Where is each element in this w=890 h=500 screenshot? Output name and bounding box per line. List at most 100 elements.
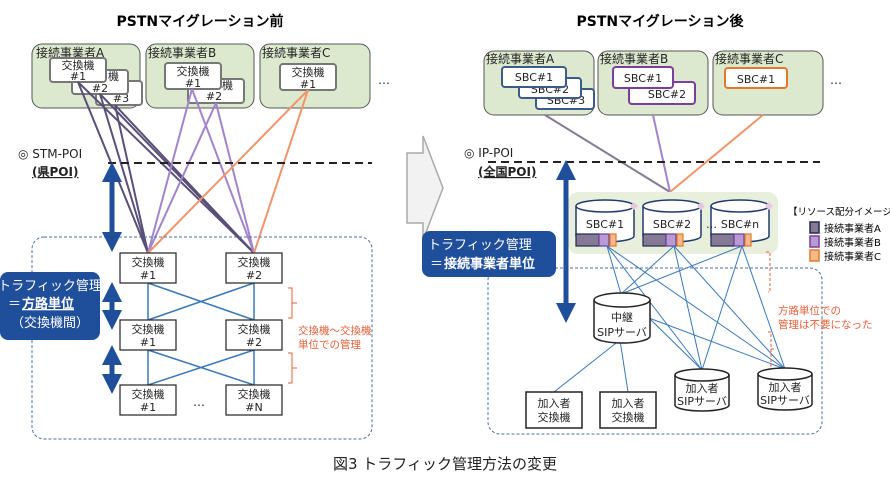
svg-text:交換機: 交換機 — [612, 410, 645, 424]
after-b-sbc-1: SBC#1 — [612, 66, 674, 89]
legend-title: 【リソース配分イメージ】 — [788, 207, 890, 218]
svg-text:SIPサーバ: SIPサーバ — [677, 395, 727, 408]
before-traffic-box: トラフィック管理 ＝ 方路単位 （交換機間） — [0, 272, 102, 340]
before-traffic-bold: 方路単位 — [22, 296, 74, 312]
resource-block-c — [609, 233, 617, 247]
svg-text:SBC#1: SBC#1 — [624, 72, 662, 85]
switch-label: 交換機 — [238, 387, 271, 401]
before-b-switch-1: 交換機 #1 — [164, 62, 222, 90]
sbc-ellipsis: … — [706, 218, 717, 231]
switch-node: 交換機#1 — [119, 252, 177, 284]
after-mesh-links — [553, 245, 786, 393]
svg-text:加入者: 加入者 — [686, 382, 719, 395]
after-traffic-bold: 接続事業者単位 — [444, 256, 535, 272]
svg-text:加入者: 加入者 — [538, 397, 571, 410]
switch-label: 交換機 — [238, 255, 271, 269]
ip-poi-sub: (全国POI) — [478, 164, 536, 179]
resource-block-b — [733, 233, 745, 247]
resource-block-c — [744, 233, 752, 247]
resource-block-a — [710, 233, 735, 247]
before-note-line2: 単位での管理 — [298, 338, 361, 351]
after-carrier-a-label: 接続事業者A — [486, 51, 555, 66]
svg-text:#3: #3 — [113, 92, 129, 105]
subscriber-switch-2: 加入者 交換機 — [599, 391, 657, 429]
sbc-node-label: SBC#n — [721, 218, 759, 231]
svg-text:#1: #1 — [185, 77, 201, 90]
switch-node: 交換機#1 — [119, 384, 177, 416]
after-title: PSTNマイグレーション後 — [576, 13, 744, 30]
legend-swatch — [809, 235, 820, 248]
after-carriers-ellipsis: … — [830, 73, 842, 87]
switch-number: #N — [245, 401, 262, 414]
svg-text:中継: 中継 — [611, 310, 633, 324]
relay-sip-server: 中継 SIPサーバ — [593, 292, 651, 344]
before-row-ellipsis: … — [193, 395, 205, 409]
svg-text:SIPサーバ: SIPサーバ — [760, 394, 810, 407]
transition-arrow-icon — [406, 135, 444, 241]
svg-text:機: 機 — [108, 69, 119, 83]
switch-node: 交換機#N — [225, 384, 283, 416]
legend-item: 接続事業者A — [809, 221, 881, 235]
sbc-nodes: SBC#1 SBC#2 SBC#n — [575, 199, 773, 247]
svg-text:#1: #1 — [70, 70, 86, 83]
carrier-c-label: 接続事業者C — [262, 45, 330, 60]
subscriber-switch-1: 加入者 交換機 — [525, 391, 583, 429]
after-traffic-box: トラフィック管理 ＝ 接続事業者単位 — [422, 231, 556, 277]
sbc-node: SBC#n — [710, 199, 773, 247]
legend-item: 接続事業者B — [809, 235, 881, 249]
sbc-node: SBC#2 — [642, 199, 705, 247]
switch-label: 交換機 — [238, 322, 271, 336]
resource-block-b — [665, 233, 677, 247]
before-note-line1: 交換機～交換機 — [298, 324, 372, 337]
legend-swatch — [809, 221, 820, 234]
switch-label: 交換機 — [132, 255, 165, 269]
before-traffic-line1: トラフィック管理 — [0, 279, 102, 294]
before-traffic-prefix: ＝ — [8, 297, 21, 312]
diamond-icon — [630, 202, 638, 210]
switch-number: #1 — [140, 336, 156, 349]
svg-text:SBC#1: SBC#1 — [737, 73, 775, 86]
before-traffic-line3: （交換機間） — [11, 315, 89, 331]
after-carrier-links — [544, 114, 764, 193]
switch-node: 交換機#2 — [225, 252, 283, 284]
svg-text:交換機: 交換機 — [177, 64, 210, 78]
resource-block-a — [575, 233, 600, 247]
svg-text:交換機: 交換機 — [538, 410, 571, 424]
switch-number: #1 — [140, 401, 156, 414]
switch-label: 交換機 — [132, 322, 165, 336]
after-bracket — [766, 251, 774, 367]
after-carrier-c-label: 接続事業者C — [715, 51, 783, 66]
legend-label: 接続事業者B — [824, 236, 881, 249]
before-bracket-2 — [288, 352, 297, 384]
before-title: PSTNマイグレーション前 — [116, 13, 283, 30]
resource-block-b — [598, 233, 610, 247]
svg-text:交換機: 交換機 — [292, 65, 325, 79]
svg-text:加入者: 加入者 — [769, 381, 802, 394]
subscriber-sip-server-2: 加入者 SIPサーバ — [757, 367, 813, 411]
switch-node: 交換機#1 — [119, 319, 177, 351]
after-note-line2: 管理は不要になった — [778, 318, 873, 331]
after-a-sbc-1: SBC#1 — [501, 66, 567, 88]
before-bracket-1 — [288, 287, 297, 319]
legend-label: 接続事業者A — [824, 222, 881, 235]
carrier-b-label: 接続事業者B — [148, 45, 216, 60]
switch-number: #2 — [246, 269, 262, 282]
resource-block-a — [642, 233, 667, 247]
switch-label: 交換機 — [132, 387, 165, 401]
sbc-node-label: SBC#2 — [653, 218, 691, 231]
legend-item: 接続事業者C — [809, 249, 881, 263]
svg-text:加入者: 加入者 — [612, 397, 645, 410]
sbc-node-label: SBC#1 — [586, 218, 624, 231]
switch-number: #2 — [246, 336, 262, 349]
sbc-node: SBC#1 — [575, 199, 638, 247]
switch-number: #1 — [140, 269, 156, 282]
before-c-switch-1: 交換機 #1 — [279, 63, 337, 91]
svg-text:#1: #1 — [300, 78, 316, 91]
svg-text:交換機: 交換機 — [62, 58, 95, 72]
svg-text:機: 機 — [222, 78, 233, 92]
svg-text:#2: #2 — [206, 90, 222, 103]
stm-poi-label: ◎ STM-POI — [18, 147, 82, 161]
stm-poi-sub: (県POI) — [32, 165, 78, 179]
